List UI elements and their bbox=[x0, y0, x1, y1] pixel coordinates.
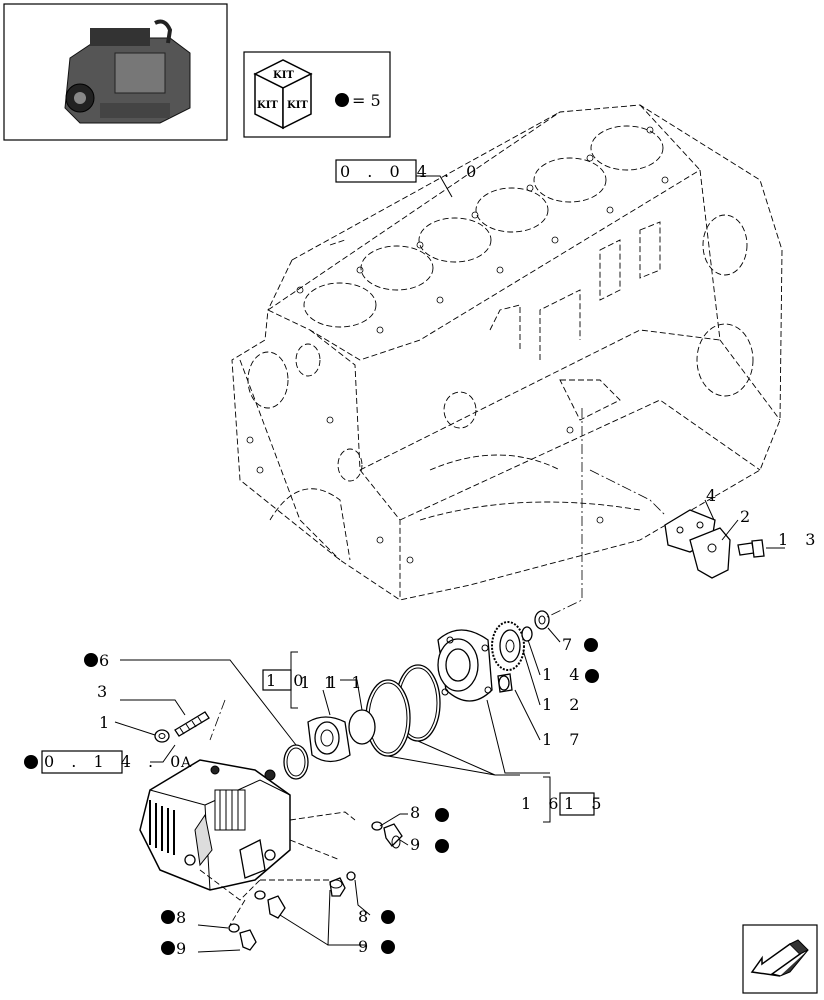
engine-block-drawing bbox=[231, 104, 783, 601]
callout-9a: 9 bbox=[410, 835, 426, 854]
oring-6 bbox=[283, 744, 309, 780]
ref-box-10[interactable]: 1 0 bbox=[262, 669, 309, 691]
callout-9b: 9 bbox=[358, 937, 374, 956]
ref-box-block[interactable]: 0 . 0 4 . 0 bbox=[335, 159, 482, 183]
ref-box-15[interactable]: 1 5 bbox=[559, 792, 607, 816]
callout-12: 1 2 bbox=[542, 695, 585, 714]
pump-fins bbox=[149, 800, 175, 855]
ref-15-label: 1 5 bbox=[564, 794, 607, 813]
flange-11 bbox=[307, 716, 351, 763]
callout-11a: 1 1 bbox=[300, 673, 343, 692]
callout-13: 1 3 bbox=[778, 530, 821, 549]
callout-8b: 8 bbox=[358, 907, 374, 926]
callouts: 4 2 1 3 7 1 4 1 2 1 7 6 3 1 1 1 1 1 1 6 … bbox=[84, 486, 821, 958]
bullet-icon bbox=[161, 910, 175, 924]
kit-top-label: KIT bbox=[273, 70, 294, 81]
fittings bbox=[228, 821, 403, 951]
bullet-icon bbox=[585, 669, 599, 683]
bullet-icon bbox=[24, 755, 38, 769]
flange-housing bbox=[437, 629, 493, 702]
bullet-icon bbox=[381, 910, 395, 924]
callout-4: 4 bbox=[706, 486, 722, 505]
callout-16: 1 6 bbox=[521, 794, 564, 813]
leader-lines bbox=[114, 175, 785, 953]
high-pressure-pump bbox=[139, 759, 291, 901]
gear-12 bbox=[491, 621, 525, 671]
callout-3: 3 bbox=[97, 682, 113, 701]
bullet-icon bbox=[435, 808, 449, 822]
bracket-plate-2 bbox=[689, 527, 731, 579]
callout-6: 6 bbox=[99, 651, 115, 670]
bolt-17 bbox=[497, 673, 513, 693]
bullet-icon bbox=[161, 941, 175, 955]
oring-11 bbox=[348, 709, 376, 745]
ref-box-pump[interactable]: 0 . 1 4 . 0 A bbox=[24, 750, 192, 774]
next-page-arrow-icon[interactable] bbox=[742, 924, 818, 994]
bullet-icon bbox=[584, 638, 598, 652]
stud-3 bbox=[174, 711, 210, 737]
callout-7: 7 bbox=[562, 635, 578, 654]
callout-14: 1 4 bbox=[542, 665, 585, 684]
callout-8c: 8 bbox=[176, 908, 192, 927]
nut-1 bbox=[154, 729, 170, 743]
kit-right-label: KIT bbox=[287, 100, 308, 111]
callout-8a: 8 bbox=[410, 803, 426, 822]
kit-legend-value: = 5 bbox=[352, 91, 381, 110]
ref-pump-suffix: A bbox=[180, 755, 192, 771]
kit-legend: KIT KIT KIT = 5 bbox=[243, 51, 391, 138]
kit-cube-icon: KIT KIT KIT bbox=[253, 59, 313, 130]
callout-2: 2 bbox=[740, 507, 756, 526]
bracket-assembly bbox=[664, 509, 765, 579]
drive-parts bbox=[283, 610, 550, 780]
callout-9c: 9 bbox=[176, 939, 192, 958]
ref-10-label: 1 0 bbox=[266, 671, 309, 690]
callout-11b: 1 1 bbox=[324, 673, 367, 692]
bullet-icon bbox=[84, 653, 98, 667]
ref-pump-label: 0 . 1 4 . 0 bbox=[44, 752, 186, 771]
bullet-icon bbox=[381, 940, 395, 954]
bullet-icon bbox=[435, 839, 449, 853]
nut-7 bbox=[534, 610, 550, 630]
kit-bullet-icon bbox=[335, 93, 349, 107]
engine-thumbnail bbox=[3, 3, 228, 141]
washer-14 bbox=[521, 626, 533, 642]
ref-block-label: 0 . 0 4 . 0 bbox=[340, 162, 482, 181]
bolt-13 bbox=[737, 539, 765, 558]
callout-17: 1 7 bbox=[542, 730, 585, 749]
callout-1: 1 bbox=[99, 713, 115, 732]
kit-left-label: KIT bbox=[257, 100, 278, 111]
